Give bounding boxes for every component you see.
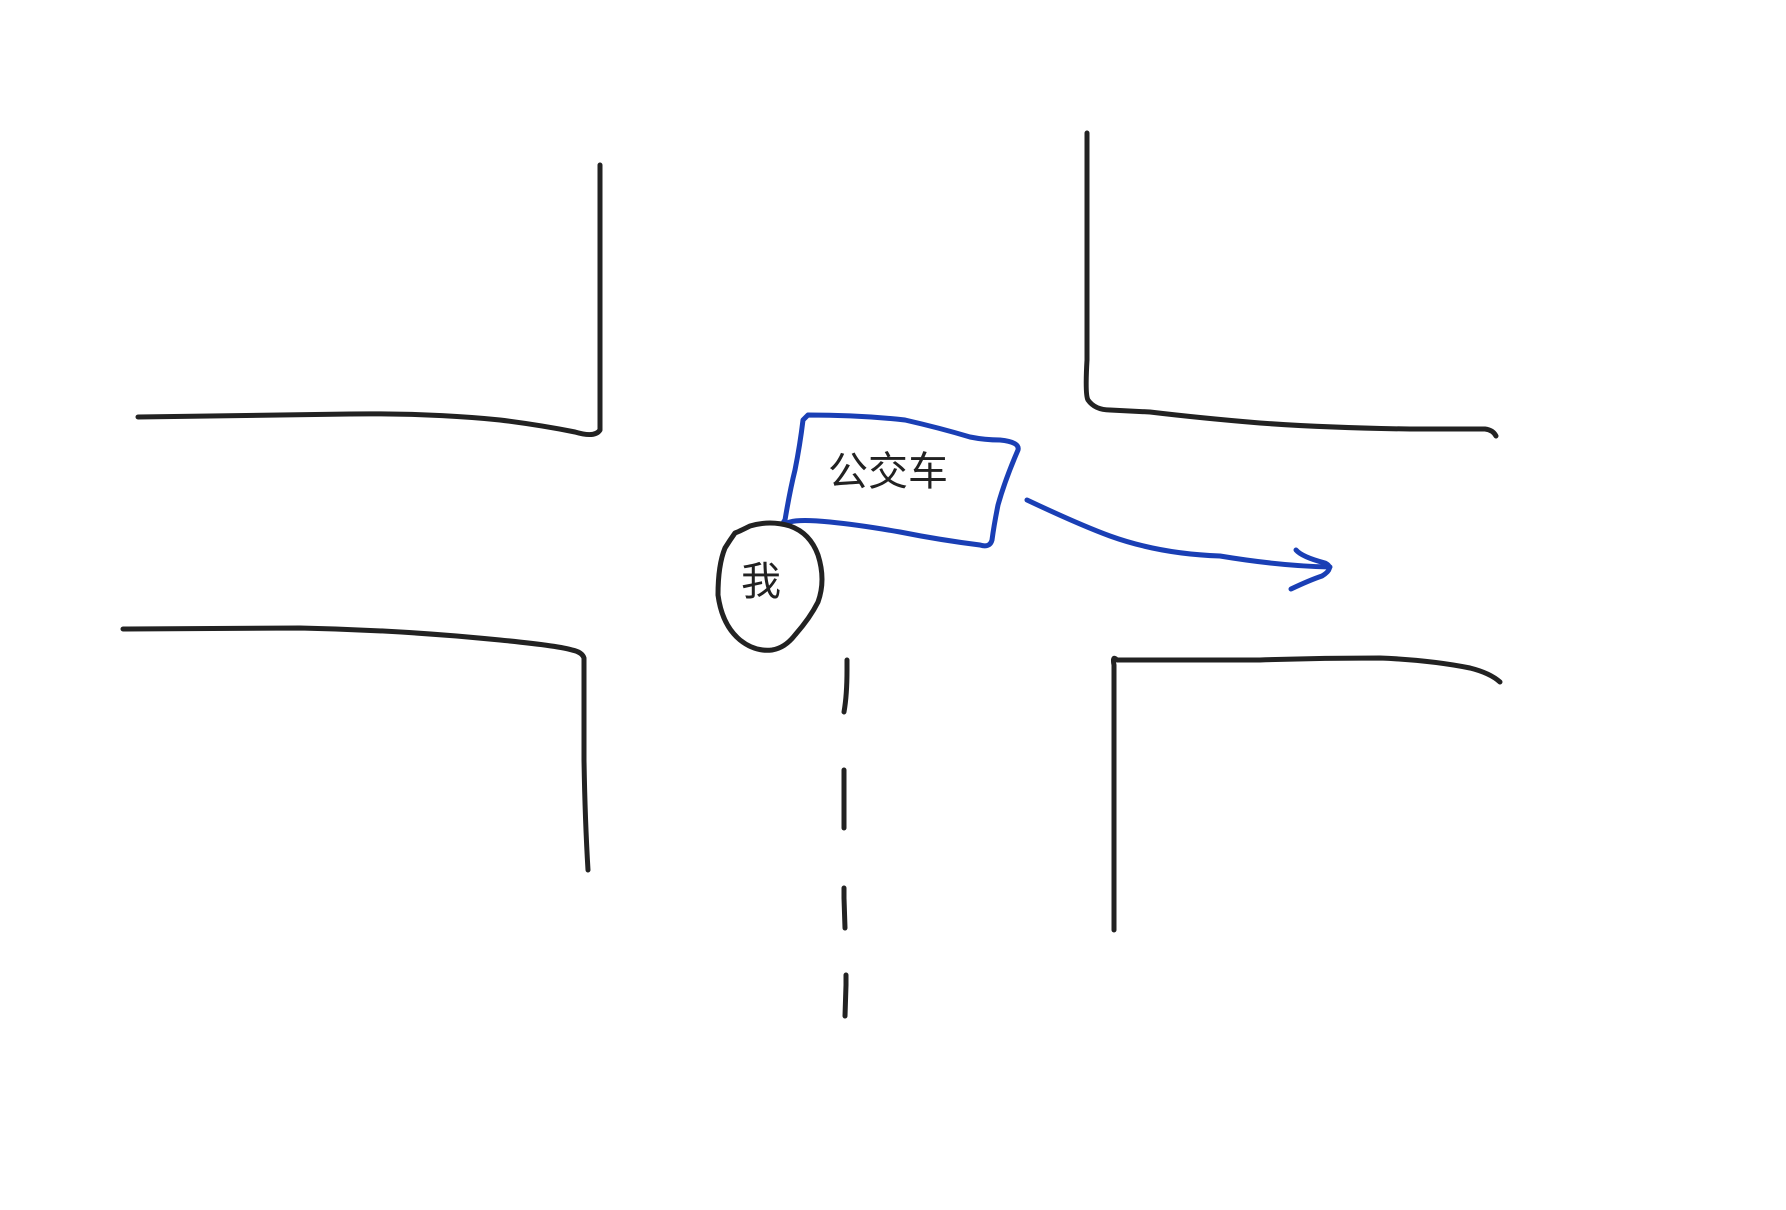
center-lane-dash — [841, 885, 848, 931]
arrow-head-icon — [1288, 547, 1332, 592]
me-marker: 我 — [715, 520, 825, 653]
center-lane-dash — [841, 657, 850, 715]
road-edge-top-left — [135, 162, 603, 438]
road-edge-bottom-left — [120, 625, 591, 873]
me-label: 我 — [741, 559, 781, 605]
bus-label: 公交车 — [828, 449, 948, 495]
bus-outline — [780, 412, 1021, 549]
me-circle — [715, 520, 825, 653]
center-lane-dash — [842, 972, 849, 1019]
right-turn-arrow — [1024, 497, 1333, 592]
bus: 公交车 — [780, 412, 1021, 549]
arrow-curve — [1024, 497, 1333, 570]
road-edge-top-right — [1083, 130, 1499, 439]
road-edge-bottom-right — [1110, 655, 1503, 933]
